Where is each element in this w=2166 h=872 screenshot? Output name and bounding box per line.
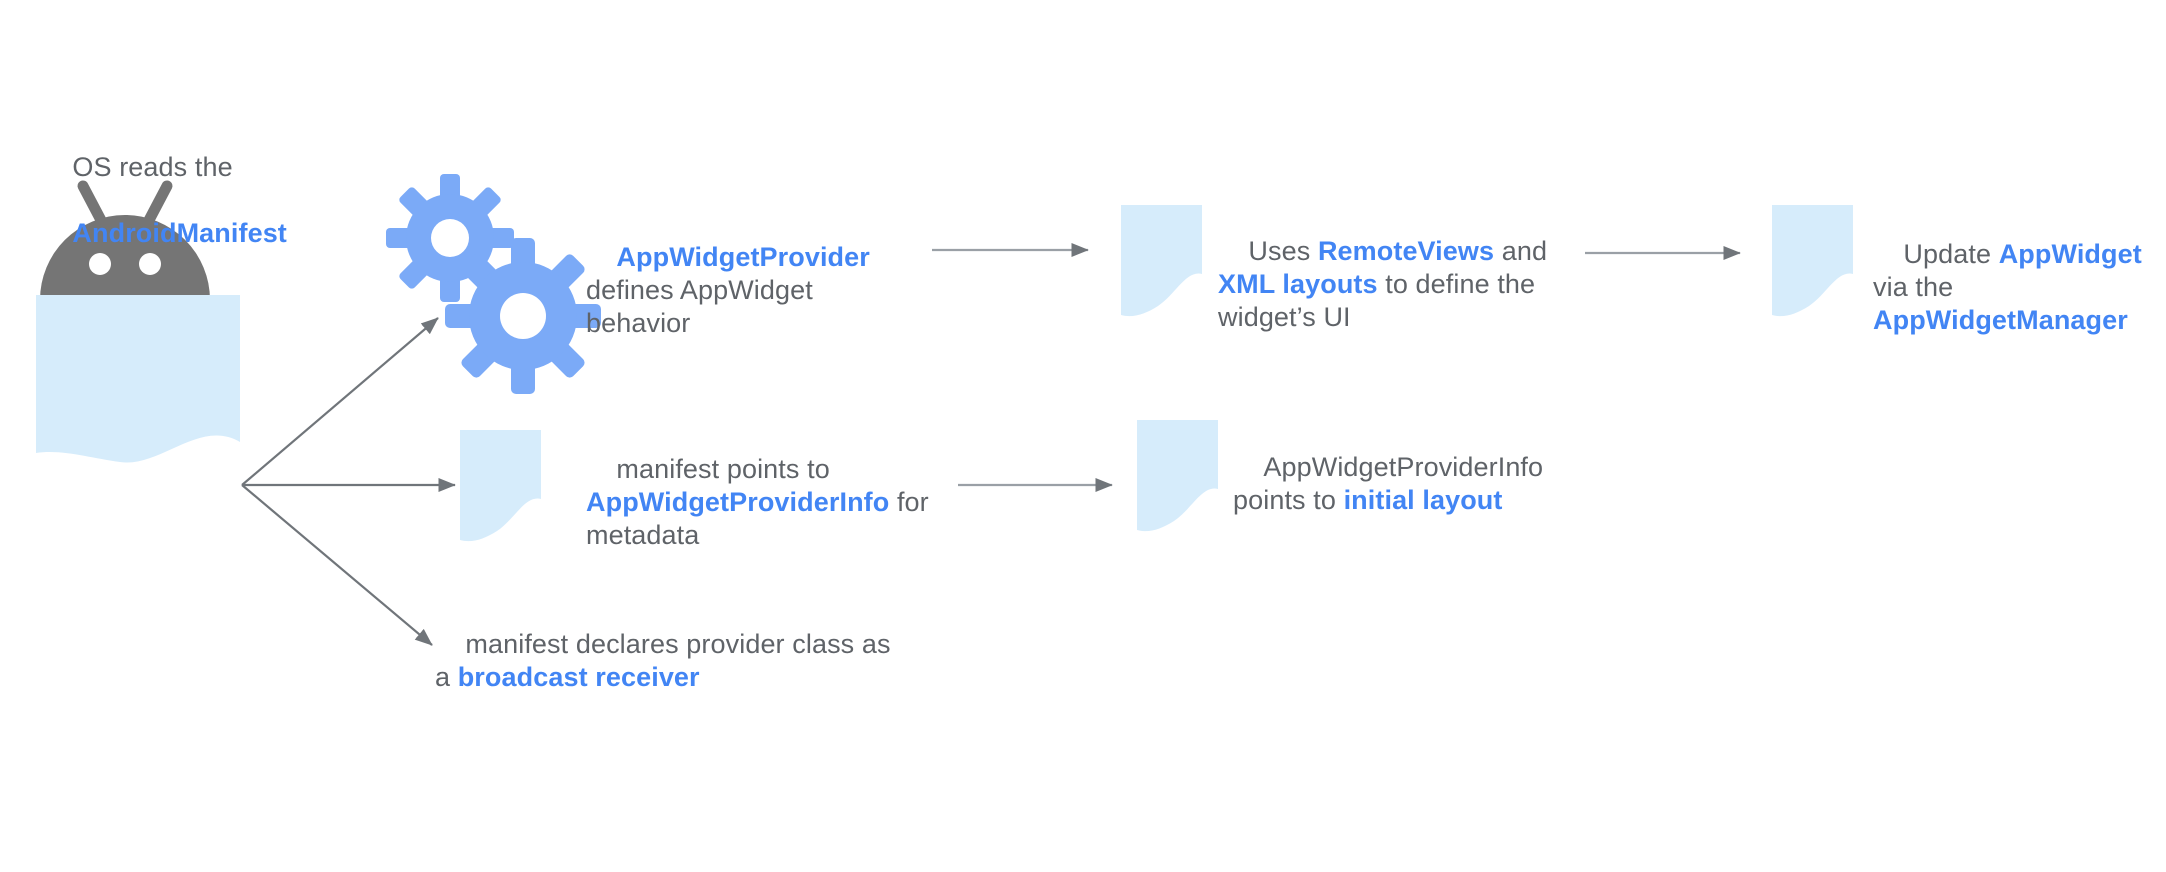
gears-icon bbox=[386, 174, 601, 394]
document-shape-provider-info bbox=[460, 430, 541, 542]
app-widget-keyword: AppWidget bbox=[1998, 239, 2142, 269]
remote-views-keyword: RemoteViews bbox=[1317, 236, 1495, 266]
xml-layouts-keyword: XML layouts bbox=[1218, 269, 1378, 299]
arrow-manifest-to-provider bbox=[241, 317, 439, 486]
android-manifest-keyword: AndroidManifest bbox=[72, 218, 287, 248]
broadcast-receiver-prefix: manifest declares provider class as a bbox=[435, 629, 899, 692]
arrow-manifest-to-broadcast-receiver bbox=[241, 484, 433, 646]
broadcast-receiver-keyword: broadcast receiver bbox=[457, 662, 700, 692]
remote-views-prefix: Uses bbox=[1248, 236, 1318, 266]
remote-views-conjunction: and bbox=[1494, 236, 1555, 266]
label-initial-layout: AppWidgetProviderInfo points to initial … bbox=[1233, 418, 1553, 550]
app-widget-manager-keyword: AppWidgetManager bbox=[1873, 305, 2128, 335]
document-shape-remote-views bbox=[1121, 205, 1202, 317]
label-remote-views: Uses RemoteViews and XML layouts to defi… bbox=[1218, 202, 1568, 367]
label-os-reads-manifest: OS reads the AndroidManifest bbox=[42, 118, 342, 283]
document-shape-initial-layout bbox=[1137, 420, 1218, 532]
label-provider-info: manifest points to AppWidgetProviderInfo… bbox=[586, 420, 958, 585]
app-widget-provider-keyword: AppWidgetProvider bbox=[616, 242, 870, 272]
provider-info-prefix: manifest points to bbox=[616, 454, 838, 484]
remote-views-suffix: to define the widget’s UI bbox=[1218, 269, 1543, 332]
provider-info-suffix: for metadata bbox=[586, 487, 937, 550]
provider-description: defines AppWidget behavior bbox=[586, 242, 878, 338]
label-update-app-widget: Update AppWidget via the AppWidgetManage… bbox=[1873, 205, 2166, 370]
label-app-widget-provider: AppWidgetProvider defines AppWidget beha… bbox=[586, 208, 916, 373]
update-widget-prefix: Update bbox=[1903, 239, 1999, 269]
label-broadcast-receiver: manifest declares provider class as a br… bbox=[435, 595, 905, 727]
document-shape-manifest bbox=[36, 295, 240, 463]
os-reads-line1: OS reads the bbox=[72, 152, 233, 182]
document-shape-update-widget bbox=[1772, 205, 1853, 317]
update-widget-connector: via the bbox=[1873, 239, 2150, 302]
android-robot-head-icon bbox=[40, 180, 210, 300]
app-widget-provider-info-keyword: AppWidgetProviderInfo bbox=[586, 487, 890, 517]
initial-layout-keyword: initial layout bbox=[1343, 485, 1503, 515]
initial-layout-prefix: AppWidgetProviderInfo points to bbox=[1233, 452, 1551, 515]
